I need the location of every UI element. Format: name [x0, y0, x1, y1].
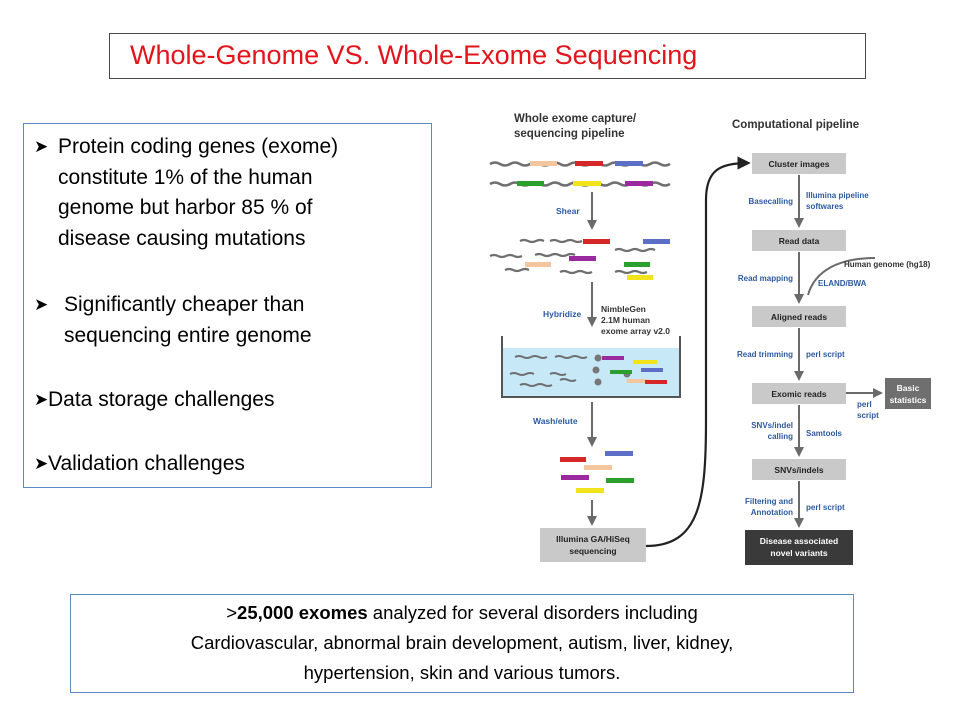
bullet-line: Significantly cheaper than	[64, 293, 305, 316]
step-label: Read mapping	[738, 274, 793, 283]
footer-panel: >25,000 exomes analyzed for several diso…	[70, 594, 854, 693]
wash-label: Wash/elute	[533, 416, 578, 426]
genome-input-curve	[807, 257, 876, 296]
bullet-line: disease causing mutations	[58, 226, 306, 250]
tool-label: Samtools	[806, 429, 843, 438]
footer-bold: 25,000 exomes	[237, 602, 368, 623]
stats-line1: Basic	[897, 383, 920, 393]
final-node-line1: Disease associated	[760, 536, 838, 546]
sequencer-box	[540, 528, 646, 562]
bullet-line: sequencing entire genome	[64, 323, 312, 347]
dna-fragments	[489, 238, 670, 280]
bullet-line: genome but harbor 85 % of	[58, 196, 313, 219]
arrow-bullet-icon: ➤	[34, 390, 49, 409]
arrow-bullet-icon: ➤	[34, 454, 49, 473]
sequencer-line2: sequencing	[569, 546, 616, 556]
node-snvs-indels	[752, 459, 846, 480]
array-label-line2: 2.1M human	[601, 315, 650, 325]
hybridization-beaker	[501, 336, 681, 398]
node-basic-statistics	[885, 378, 931, 409]
pipeline-connector	[645, 156, 751, 548]
step-label: Filtering and	[745, 497, 793, 506]
node-label: Aligned reads	[771, 312, 827, 322]
tool-label: Illumina pipeline	[806, 191, 869, 200]
node-disease-variants	[745, 530, 853, 565]
tool-labels: Illumina pipeline softwares Human genome…	[806, 191, 931, 512]
step-label: Read trimming	[737, 350, 793, 359]
footer-line2: Cardiovascular, abnormal brain developme…	[190, 632, 734, 653]
arrow-bullet-icon: ➤	[34, 137, 49, 156]
tool-label: perl	[857, 400, 872, 409]
tool-label: softwares	[806, 202, 844, 211]
captured-exons	[560, 451, 634, 493]
node-label: Exomic reads	[771, 389, 827, 399]
node-read-data	[752, 230, 846, 251]
node-label: Read data	[779, 236, 820, 246]
step-labels: Basecalling Read mapping Read trimming S…	[737, 197, 793, 517]
node-cluster-images	[752, 153, 846, 174]
exon-segments	[517, 161, 653, 186]
step-label: calling	[768, 432, 793, 441]
bullet-line: Data storage challenges	[48, 388, 275, 411]
array-label-line1: NimbleGen	[601, 304, 646, 314]
tool-label: perl script	[806, 350, 845, 359]
bullet-line: Validation challenges	[48, 452, 245, 475]
shear-label: Shear	[556, 206, 580, 216]
step-label: Annotation	[751, 508, 793, 517]
left-header-line2: sequencing pipeline	[514, 128, 625, 140]
tool-label: script	[857, 411, 879, 420]
arrow-bullet-icon: ➤	[34, 295, 49, 314]
tool-label: Human genome (hg18)	[844, 260, 931, 269]
node-label: Cluster images	[769, 159, 830, 169]
step-label: Basecalling	[749, 197, 794, 206]
title-box: Whole-Genome VS. Whole-Exome Sequencing	[109, 33, 866, 79]
step-label: SNVs/indel	[751, 421, 793, 430]
tool-label: perl script	[806, 503, 845, 512]
computational-arrows	[794, 175, 883, 528]
final-node-line2: novel variants	[770, 548, 827, 558]
node-exomic-reads	[752, 383, 846, 404]
bullet-panel: ➤ Protein coding genes (exome) constitut…	[23, 123, 432, 488]
right-header: Computational pipeline	[732, 119, 859, 131]
node-label: SNVs/indels	[774, 465, 823, 475]
sequencer-line1: Illumina GA/HiSeq	[556, 534, 630, 544]
footer-line1: >25,000 exomes analyzed for several diso…	[71, 598, 853, 628]
bullet-line: constitute 1% of the human	[58, 165, 313, 189]
node-aligned-reads	[752, 306, 846, 327]
computational-nodes: Cluster images Read data Aligned reads E…	[745, 153, 931, 565]
slide-title: Whole-Genome VS. Whole-Exome Sequencing	[130, 40, 698, 70]
hybridize-label: Hybridize	[543, 309, 582, 319]
sequencing-pipeline-diagram: Whole exome capture/ sequencing pipeline…	[489, 113, 931, 565]
left-header-line1: Whole exome capture/	[514, 113, 637, 125]
array-label-line3: exome array v2.0	[601, 326, 670, 336]
bullet-line: Protein coding genes (exome)	[58, 135, 339, 158]
footer-line3: hypertension, skin and various tumors.	[303, 662, 621, 683]
stats-line2: statistics	[890, 395, 927, 405]
tool-label: ELAND/BWA	[818, 279, 867, 288]
footer-prefix: >	[226, 602, 238, 623]
footer-line1-rest: analyzed for several disorders including	[367, 602, 698, 623]
